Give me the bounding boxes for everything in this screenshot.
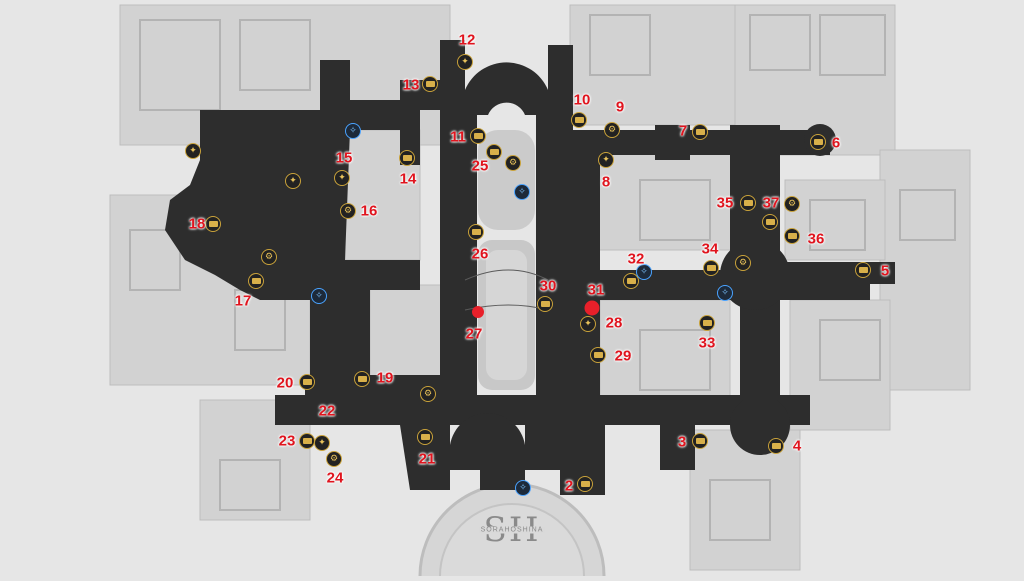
map-label: 12 — [458, 31, 476, 49]
chest-icon[interactable] — [692, 433, 708, 449]
teleport-icon[interactable]: ✧ — [717, 285, 733, 301]
puzzle-icon[interactable]: ⚙ — [735, 255, 751, 271]
teleport-icon[interactable]: ✧ — [515, 480, 531, 496]
map-label: 6 — [831, 134, 841, 152]
map-label: 13 — [402, 76, 420, 94]
chest-icon[interactable] — [692, 124, 708, 140]
chest-icon[interactable] — [810, 134, 826, 150]
map-label: 34 — [701, 240, 719, 258]
puzzle-icon[interactable]: ⚙ — [604, 122, 620, 138]
chest-icon[interactable] — [740, 195, 756, 211]
map-label: 4 — [792, 437, 802, 455]
map-label: 3 — [677, 433, 687, 451]
chest-icon[interactable] — [299, 374, 315, 390]
map-label: 23 — [278, 432, 296, 450]
map-label: 11 — [450, 128, 466, 146]
map-label: 28 — [605, 314, 623, 332]
chest-icon[interactable] — [468, 224, 484, 240]
map-label: 18 — [188, 215, 206, 233]
map-label: 7 — [678, 122, 688, 140]
teleport-icon[interactable]: ✧ — [311, 288, 327, 304]
map-label: 36 — [807, 230, 825, 248]
location-dot-icon[interactable] — [472, 306, 484, 318]
map-label: 15 — [335, 149, 353, 167]
map-label: 35 — [716, 194, 734, 212]
chest-icon[interactable] — [470, 128, 486, 144]
sorahoshina-logo-subtext: SORAHOSHINA — [478, 526, 546, 534]
puzzle-icon[interactable]: ✦ — [285, 173, 301, 189]
map-label: 25 — [471, 157, 489, 175]
map-label: 14 — [399, 170, 417, 188]
map-label: 2 — [564, 477, 574, 495]
location-dot-icon[interactable] — [584, 300, 600, 316]
map-label: 29 — [614, 347, 632, 365]
chest-icon[interactable] — [399, 150, 415, 166]
chest-icon[interactable] — [623, 273, 639, 289]
chest-icon[interactable] — [422, 76, 438, 92]
chest-icon[interactable] — [855, 262, 871, 278]
chest-icon[interactable] — [537, 296, 553, 312]
puzzle-icon[interactable]: ✦ — [314, 435, 330, 451]
teleport-icon[interactable]: ✧ — [514, 184, 530, 200]
chest-icon[interactable] — [577, 476, 593, 492]
chest-icon[interactable] — [354, 371, 370, 387]
chest-icon[interactable] — [590, 347, 606, 363]
map-label: 16 — [360, 202, 378, 220]
puzzle-icon[interactable]: ✦ — [580, 316, 596, 332]
chest-icon[interactable] — [784, 228, 800, 244]
map-label: 24 — [326, 469, 344, 487]
map-label: 9 — [615, 98, 625, 116]
map-label: 17 — [234, 292, 252, 310]
puzzle-icon[interactable]: ✦ — [334, 170, 350, 186]
chest-icon[interactable] — [299, 433, 315, 449]
chest-icon[interactable] — [248, 273, 264, 289]
puzzle-icon[interactable]: ⚙ — [505, 155, 521, 171]
chest-icon[interactable] — [762, 214, 778, 230]
map-label: 33 — [698, 334, 716, 352]
map-label: 31 — [587, 281, 605, 299]
puzzle-icon[interactable]: ✦ — [457, 54, 473, 70]
map-label: 22 — [318, 402, 336, 420]
puzzle-icon[interactable]: ✦ — [185, 143, 201, 159]
puzzle-icon[interactable]: ⚙ — [420, 386, 436, 402]
puzzle-icon[interactable]: ⚙ — [784, 196, 800, 212]
map-label: 27 — [465, 325, 483, 343]
map-label: 30 — [539, 277, 557, 295]
map-label: 5 — [880, 262, 890, 280]
map-label: 20 — [276, 374, 294, 392]
map-label: 19 — [376, 369, 394, 387]
chest-icon[interactable] — [768, 438, 784, 454]
chest-icon[interactable] — [699, 315, 715, 331]
chest-icon[interactable] — [486, 144, 502, 160]
map-label: 21 — [418, 450, 436, 468]
map-label: 10 — [573, 91, 591, 109]
chest-icon[interactable] — [703, 260, 719, 276]
chest-icon[interactable] — [205, 216, 221, 232]
puzzle-icon[interactable]: ✦ — [598, 152, 614, 168]
map-label: 37 — [762, 194, 780, 212]
puzzle-icon[interactable]: ⚙ — [261, 249, 277, 265]
teleport-icon[interactable]: ✧ — [636, 264, 652, 280]
puzzle-icon[interactable]: ⚙ — [326, 451, 342, 467]
chest-icon[interactable] — [571, 112, 587, 128]
chest-icon[interactable] — [417, 429, 433, 445]
map-label: 26 — [471, 245, 489, 263]
map-label: 32 — [627, 250, 645, 268]
puzzle-icon[interactable]: ⚙ — [340, 203, 356, 219]
map-label: 8 — [601, 173, 611, 191]
teleport-icon[interactable]: ✧ — [345, 123, 361, 139]
